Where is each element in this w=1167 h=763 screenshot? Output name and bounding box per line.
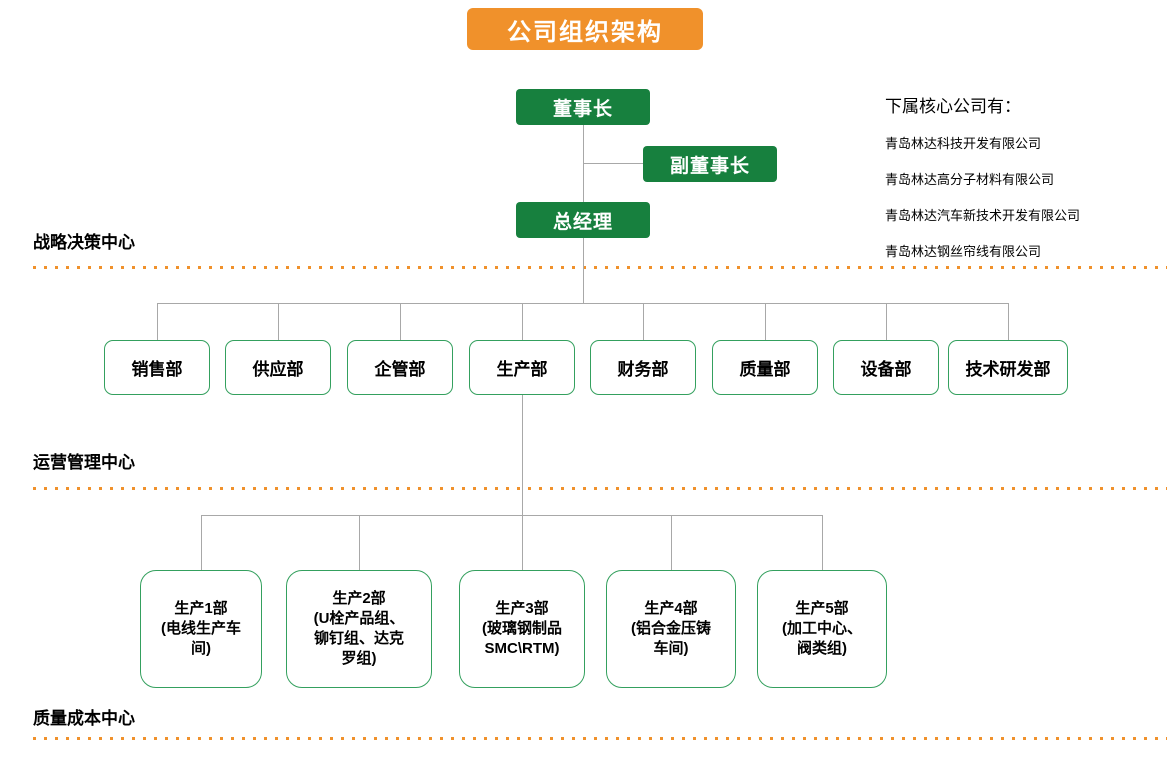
connector-drop-prod4 <box>671 515 672 570</box>
connector-drop-equipment <box>886 303 887 340</box>
connector-drop-enterprise <box>400 303 401 340</box>
subsidiaries-header: 下属核心公司有： <box>885 97 1021 116</box>
dotted-separator-strategy <box>33 266 1167 269</box>
node-general-manager: 总经理 <box>516 202 650 238</box>
dotted-separator-operations <box>33 487 1167 490</box>
subsidiary-item: 青岛林达钢丝帘线有限公司 <box>885 244 1042 259</box>
subsidiary-item: 青岛林达高分子材料有限公司 <box>885 172 1055 187</box>
section-label-quality-cost: 质量成本中心 <box>33 709 135 728</box>
connector-drop-prod5 <box>822 515 823 570</box>
connector-gm-down <box>583 238 584 303</box>
section-label-operations: 运营管理中心 <box>33 453 135 472</box>
node-dept-finance: 财务部 <box>590 340 696 395</box>
subsidiaries-panel: 下属核心公司有： 青岛林达科技开发有限公司 青岛林达高分子材料有限公司 青岛林达… <box>885 92 1155 277</box>
subsidiary-item: 青岛林达科技开发有限公司 <box>885 136 1042 151</box>
connector-drop-quality <box>765 303 766 340</box>
node-dept-supply: 供应部 <box>225 340 331 395</box>
node-dept-rnd: 技术研发部 <box>948 340 1068 395</box>
node-prod-dept-3: 生产3部 (玻璃钢制品 SMC\RTM) <box>459 570 585 688</box>
node-chairman: 董事长 <box>516 89 650 125</box>
connector-drop-prod2 <box>359 515 360 570</box>
node-dept-equipment: 设备部 <box>833 340 939 395</box>
node-dept-sales: 销售部 <box>104 340 210 395</box>
subsidiary-item: 青岛林达汽车新技术开发有限公司 <box>885 208 1081 223</box>
node-prod-dept-4: 生产4部 (铝合金压铸 车间) <box>606 570 736 688</box>
node-prod-dept-1: 生产1部 (电线生产车 间) <box>140 570 262 688</box>
node-dept-enterprise-mgmt: 企管部 <box>347 340 453 395</box>
node-prod-dept-5: 生产5部 (加工中心、 阀类组) <box>757 570 887 688</box>
connector-drop-supply <box>278 303 279 340</box>
connector-production-horizontal <box>201 515 823 516</box>
node-vice-chairman: 副董事长 <box>643 146 777 182</box>
connector-drop-finance <box>643 303 644 340</box>
connector-production-down <box>522 395 523 570</box>
section-label-strategy: 战略决策中心 <box>33 233 135 252</box>
node-prod-dept-2: 生产2部 (U栓产品组、 铆钉组、达克 罗组) <box>286 570 432 688</box>
connector-drop-rnd <box>1008 303 1009 340</box>
connector-departments-horizontal <box>157 303 1009 304</box>
connector-branch-vice-chairman <box>583 163 643 164</box>
node-dept-quality: 质量部 <box>712 340 818 395</box>
node-dept-production: 生产部 <box>469 340 575 395</box>
connector-drop-sales <box>157 303 158 340</box>
dotted-separator-quality <box>33 737 1167 740</box>
connector-drop-production <box>522 303 523 340</box>
connector-drop-prod1 <box>201 515 202 570</box>
page-title: 公司组织架构 <box>467 8 703 50</box>
